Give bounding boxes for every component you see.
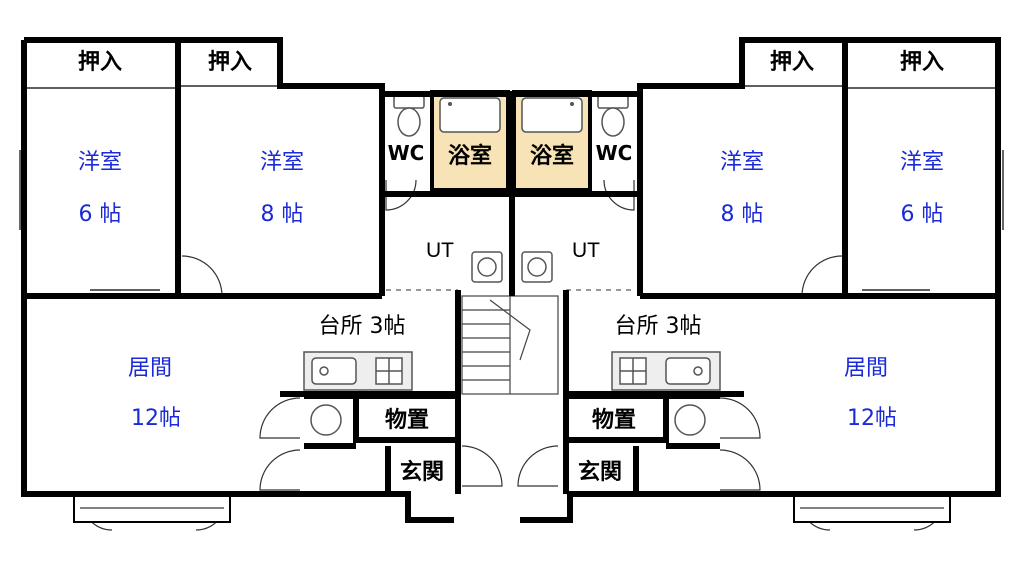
room-size: 6 帖 — [900, 202, 944, 227]
room-size: 8 帖 — [260, 202, 304, 227]
room-size: 8 帖 — [720, 202, 764, 227]
wc-label: WC — [387, 141, 425, 165]
toilet-right-icon — [597, 95, 629, 137]
washers — [471, 251, 553, 283]
entrance-label: 玄関 — [577, 460, 623, 485]
closet-label: 押入 — [769, 50, 815, 75]
bathtub-right-icon — [521, 97, 583, 133]
room-name: 洋室 — [899, 150, 945, 175]
closet-label: 押入 — [77, 50, 123, 75]
balconies — [73, 493, 951, 523]
bath-label: 浴室 — [447, 144, 493, 169]
room-name: 洋室 — [719, 150, 765, 175]
living-size: 12帖 — [847, 406, 897, 431]
kitchen-label: 台所 3帖 — [318, 314, 406, 339]
utility-label: UT — [572, 239, 600, 262]
appliances — [310, 404, 706, 436]
storage-label: 物置 — [384, 408, 430, 433]
staircase — [461, 295, 559, 395]
storage-label: 物置 — [591, 408, 637, 433]
walls — [21, 37, 1001, 523]
closet-label: 押入 — [899, 50, 945, 75]
room-name: 洋室 — [259, 150, 305, 175]
room-name: 洋室 — [77, 150, 123, 175]
living-name: 居間 — [127, 356, 173, 381]
toilet-left-icon — [393, 95, 425, 137]
toilets — [393, 95, 629, 137]
wc-label: WC — [595, 141, 633, 165]
bath-label: 浴室 — [529, 144, 575, 169]
bathtub-left-icon — [439, 97, 501, 133]
entrance-label: 玄関 — [399, 460, 445, 485]
closet-label: 押入 — [207, 50, 253, 75]
living-size: 12帖 — [131, 406, 181, 431]
kitchen-label: 台所 3帖 — [614, 314, 702, 339]
utility-label: UT — [426, 239, 454, 262]
room-size: 6 帖 — [78, 202, 122, 227]
kitchens — [303, 351, 721, 391]
living-name: 居間 — [843, 356, 889, 381]
